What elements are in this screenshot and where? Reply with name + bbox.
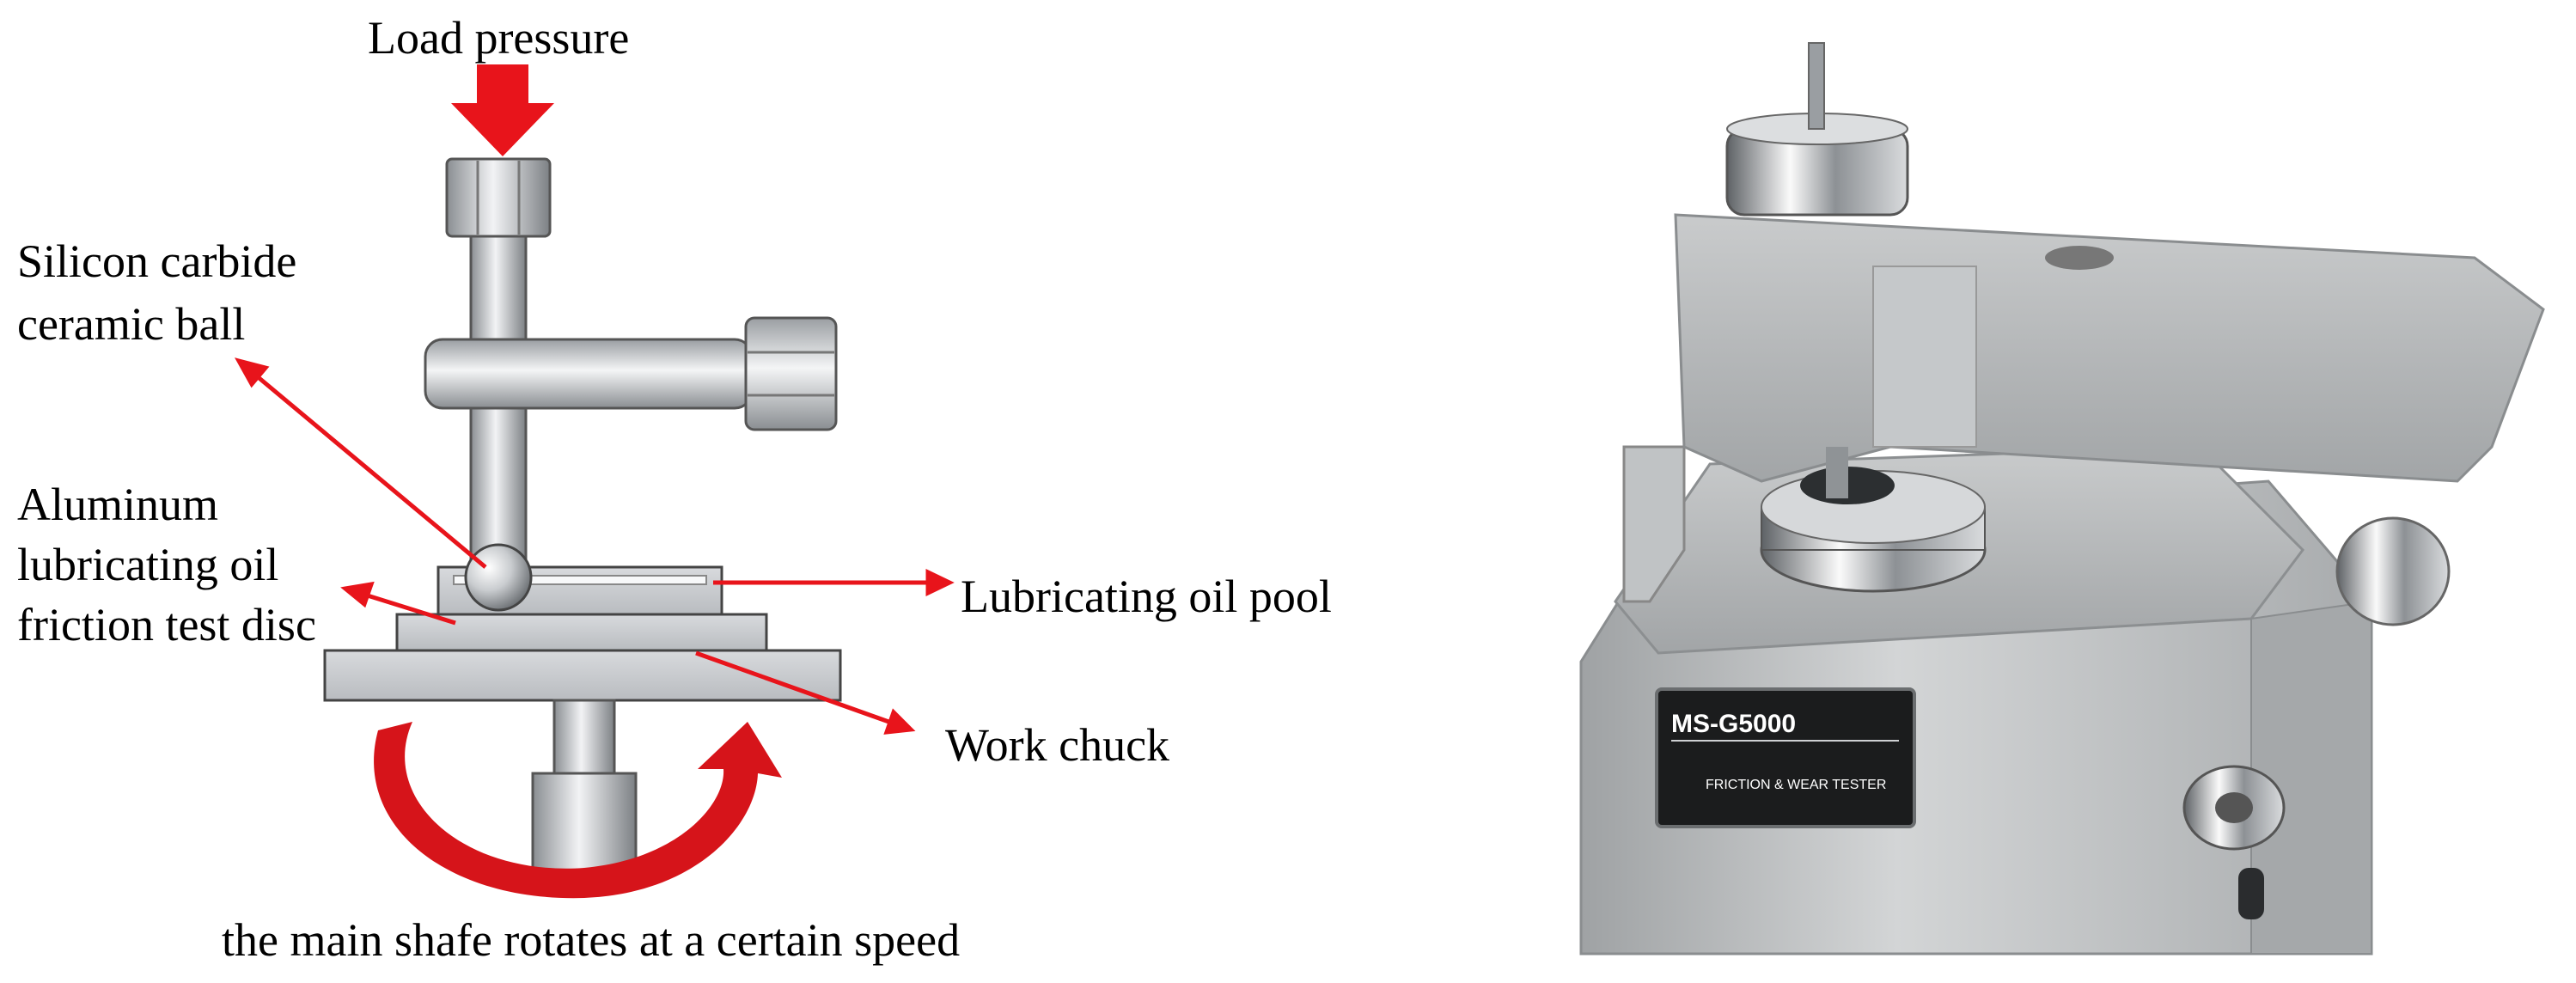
schematic-diagram: Load pressure Silicon carbide ceramic ba… <box>17 12 1332 966</box>
nameplate-model: MS-G5000 <box>1671 710 1796 738</box>
side-hex-nut <box>744 316 838 431</box>
test-disc <box>395 613 768 652</box>
top-hex-nut <box>445 157 552 238</box>
label-load-pressure: Load pressure <box>368 12 629 64</box>
spindle-lower <box>531 772 638 874</box>
spindle-upper <box>552 699 616 775</box>
label-disc-line3: friction test disc <box>17 599 316 650</box>
label-work-chuck: Work chuck <box>945 719 1169 771</box>
label-ball-line2: ceramic ball <box>17 298 245 350</box>
label-disc-line2: lubricating oil <box>17 539 278 590</box>
rotation-arrow <box>374 722 782 899</box>
label-caption: the main shafe rotates at a certain spee… <box>222 914 960 966</box>
nameplate: MS-G5000 FRICTION & WEAR TESTER <box>1655 687 1916 828</box>
upper-shaft <box>469 235 528 341</box>
nameplate-title: FRICTION & WEAR TESTER <box>1706 778 1886 792</box>
load-arrow <box>451 64 554 156</box>
machine-photo: MS-G5000 FRICTION & WEAR TESTER <box>1579 42 2569 971</box>
label-disc-line1: Aluminum <box>17 479 218 530</box>
horizontal-arm <box>424 338 754 410</box>
side-bracket <box>1622 445 1686 603</box>
label-ball-line1: Silicon carbide <box>17 235 296 287</box>
ceramic-ball <box>464 543 533 612</box>
side-knob <box>2335 516 2451 626</box>
label-oil-pool: Lubricating oil pool <box>961 571 1332 622</box>
lower-shaft <box>469 406 528 560</box>
annotation-arrows <box>234 357 955 735</box>
